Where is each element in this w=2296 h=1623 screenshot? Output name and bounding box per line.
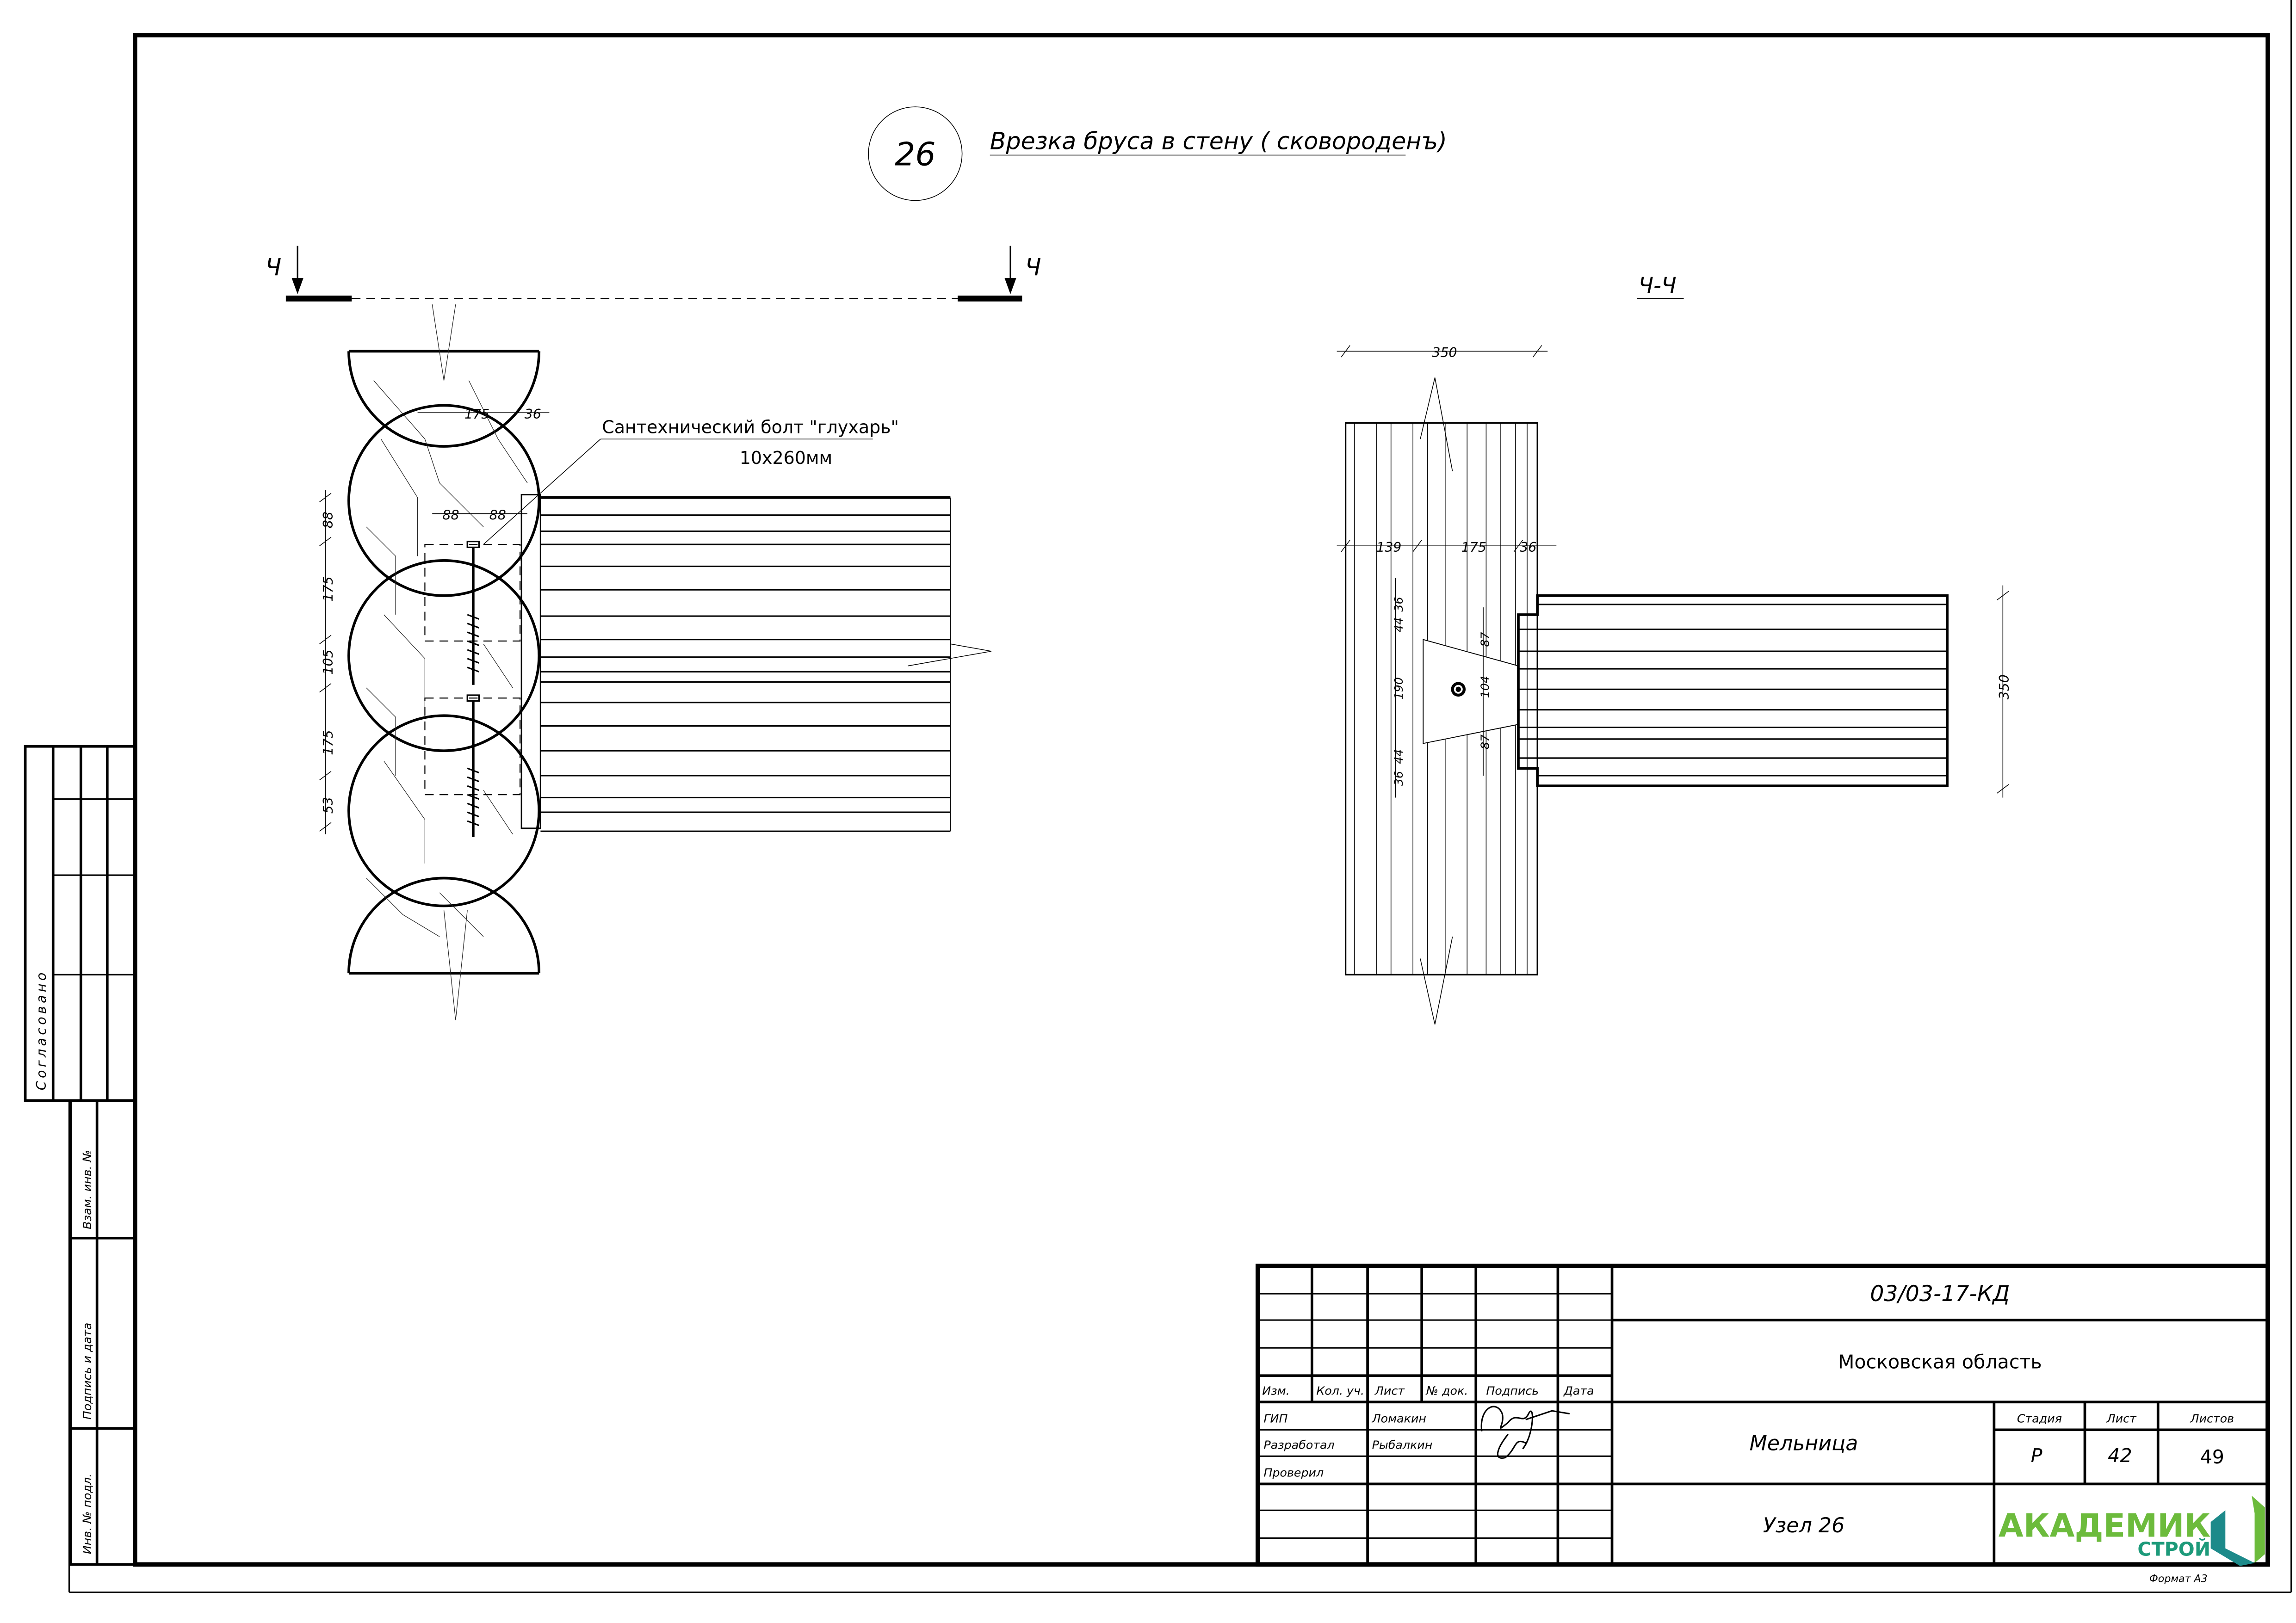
col-header: Кол. уч. [1316,1384,1364,1397]
role-name: Рыбалкин [1372,1438,1433,1451]
dim-label: 44 [1392,749,1405,764]
section-view: Ч-Ч 350 139 175 36 36 44 190 44 36 87 [1337,273,2012,1025]
dovetail-tenon [1423,639,1519,744]
dim-label: 175 [1461,540,1486,555]
section-mark-right: Ч [1025,253,1041,281]
agreed-label: Согласовано [34,969,49,1090]
dim-label: 36 [525,407,541,422]
signature [1480,1406,1570,1459]
dim-label: 139 [1376,540,1401,555]
role-label: Разработал [1263,1438,1334,1451]
inv-original-label: Инв. № подл. [80,1474,94,1555]
dim-label: 105 [321,649,336,674]
sheet-label: Лист [2106,1412,2137,1426]
sign-date-label: Подпись и дата [80,1323,94,1420]
dim-label: 190 [1392,677,1405,699]
bolt-callout-title: Сантехнический болт "глухарь" [602,417,899,438]
dim-label: 350 [1432,345,1457,360]
dim-label: 36 [1520,540,1536,555]
dim-label: 87 [1479,734,1492,749]
lag-bolt-icon [466,541,480,685]
dim-label: 175 [321,730,336,755]
col-header: № док. [1425,1384,1468,1397]
format-label: Формат А3 [2149,1573,2208,1585]
section-mark-left: Ч [266,253,282,281]
col-header: Изм. [1262,1384,1290,1397]
dim-label: 87 [1479,632,1492,647]
inv-replace-label: Взам. инв. № [80,1150,94,1229]
stage-label: Стадия [2017,1412,2062,1426]
beam-elevation [520,494,992,832]
region: Московская область [1838,1351,2042,1373]
dim-label: 350 [1997,674,2012,699]
dim-label: 175 [464,407,489,422]
node-number: 26 [895,136,936,173]
role-name: Ломакин [1372,1412,1426,1426]
company-logo: АКАДЕМИК СТРОЙ [1999,1495,2265,1566]
col-header: Дата [1563,1384,1594,1397]
dim-label: 36 [1392,597,1405,611]
dim-label: 88 [442,507,459,523]
role-label: ГИП [1263,1412,1287,1426]
dim-label: 36 [1392,771,1405,786]
logo-line1: АКАДЕМИК [1999,1507,2211,1544]
log-wall-elevation: Сантехнический болт "глухарь" 10х260мм 1… [319,304,992,1020]
side-stamp: Согласовано Взам. инв. № Подпись и дата … [24,745,136,1566]
col-header: Лист [1374,1384,1405,1397]
role-label: Проверил [1263,1466,1324,1480]
dim-label: 88 [321,512,336,528]
section-cut-line: Ч Ч [266,246,1041,302]
bolt-head-icon [1451,682,1466,697]
node-title: Врезка бруса в стену ( сковороденъ) [990,128,1447,155]
lag-bolt-icon [466,694,480,837]
node-number-circle [868,106,963,201]
sheets-label: Листов [2190,1412,2234,1426]
node-header: 26 Врезка бруса в стену ( сковороденъ) [868,106,1447,201]
arrow-down-icon [1004,278,1016,294]
sheet-title: Узел 26 [1763,1514,1845,1537]
sheet-value: 42 [2108,1444,2132,1467]
object-name: Мельница [1750,1432,1858,1456]
dim-label: 175 [321,576,336,601]
col-header: Подпись [1486,1384,1539,1397]
dim-label: 88 [489,507,506,523]
dim-label: 44 [1392,617,1405,632]
logo-line2: СТРОЙ [2137,1538,2210,1560]
stage-value: Р [2031,1444,2042,1467]
section-title: Ч-Ч [1638,273,1676,298]
title-block: 03/03-17-КД Московская область Изм. Кол.… [1256,1264,2270,1585]
dim-label: 104 [1479,676,1492,698]
bolt-callout-size: 10х260мм [740,448,832,468]
doc-code: 03/03-17-КД [1870,1281,2010,1307]
arrow-down-icon [291,278,303,294]
dim-label: 53 [321,797,336,814]
sheets-value: 49 [2200,1446,2224,1468]
